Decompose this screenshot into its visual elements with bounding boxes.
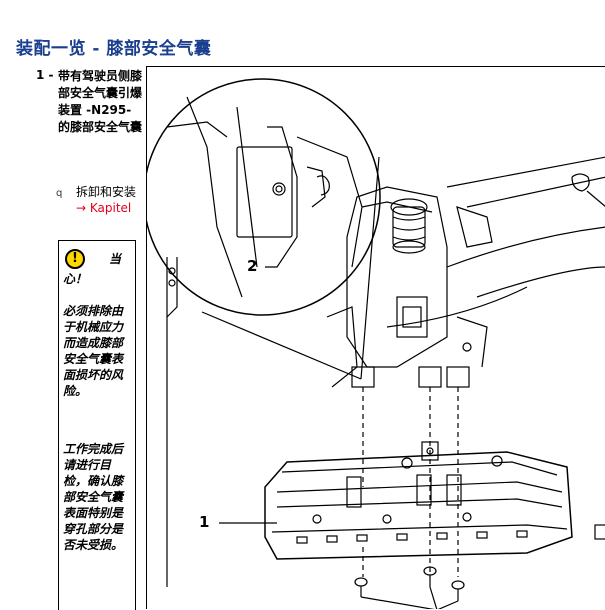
caution-paragraph-2: 工作完成后请进行目检，确认膝部安全气囊表面特别是穿孔部分是否未受损。 xyxy=(63,442,124,552)
callout-2: 2 xyxy=(247,257,258,275)
caution-paragraph-1: 必须排除由于机械应力而造成膝部安全气囊表面损坏的风险。 xyxy=(63,304,124,398)
assembly-illustration: 2 1 xyxy=(146,66,605,609)
caution-box: 当心！ ! 必须排除由于机械应力而造成膝部安全气囊表面损坏的风险。 工作完成后请… xyxy=(58,240,136,610)
warning-icon: ! xyxy=(65,249,85,269)
kapitel-link[interactable]: → Kapitel xyxy=(76,201,132,215)
item-number: 1 - xyxy=(36,68,54,82)
page-title: 装配一览 - 膝部安全气囊 xyxy=(16,39,212,59)
sub-item-label: 拆卸和安装 xyxy=(76,185,137,199)
caution-heading: 当心！ xyxy=(63,252,122,286)
caution-header: 当心！ ! xyxy=(63,249,133,287)
knee-airbag-drawing xyxy=(147,78,605,609)
callout-1: 1 xyxy=(199,513,210,531)
sub-item: 拆卸和安装 → Kapitel xyxy=(76,184,140,216)
item-description: 带有驾驶员侧膝部安全气囊引爆装置 -N295-的膝部安全气囊 xyxy=(58,69,143,134)
bullet-marker: q xyxy=(56,188,63,199)
